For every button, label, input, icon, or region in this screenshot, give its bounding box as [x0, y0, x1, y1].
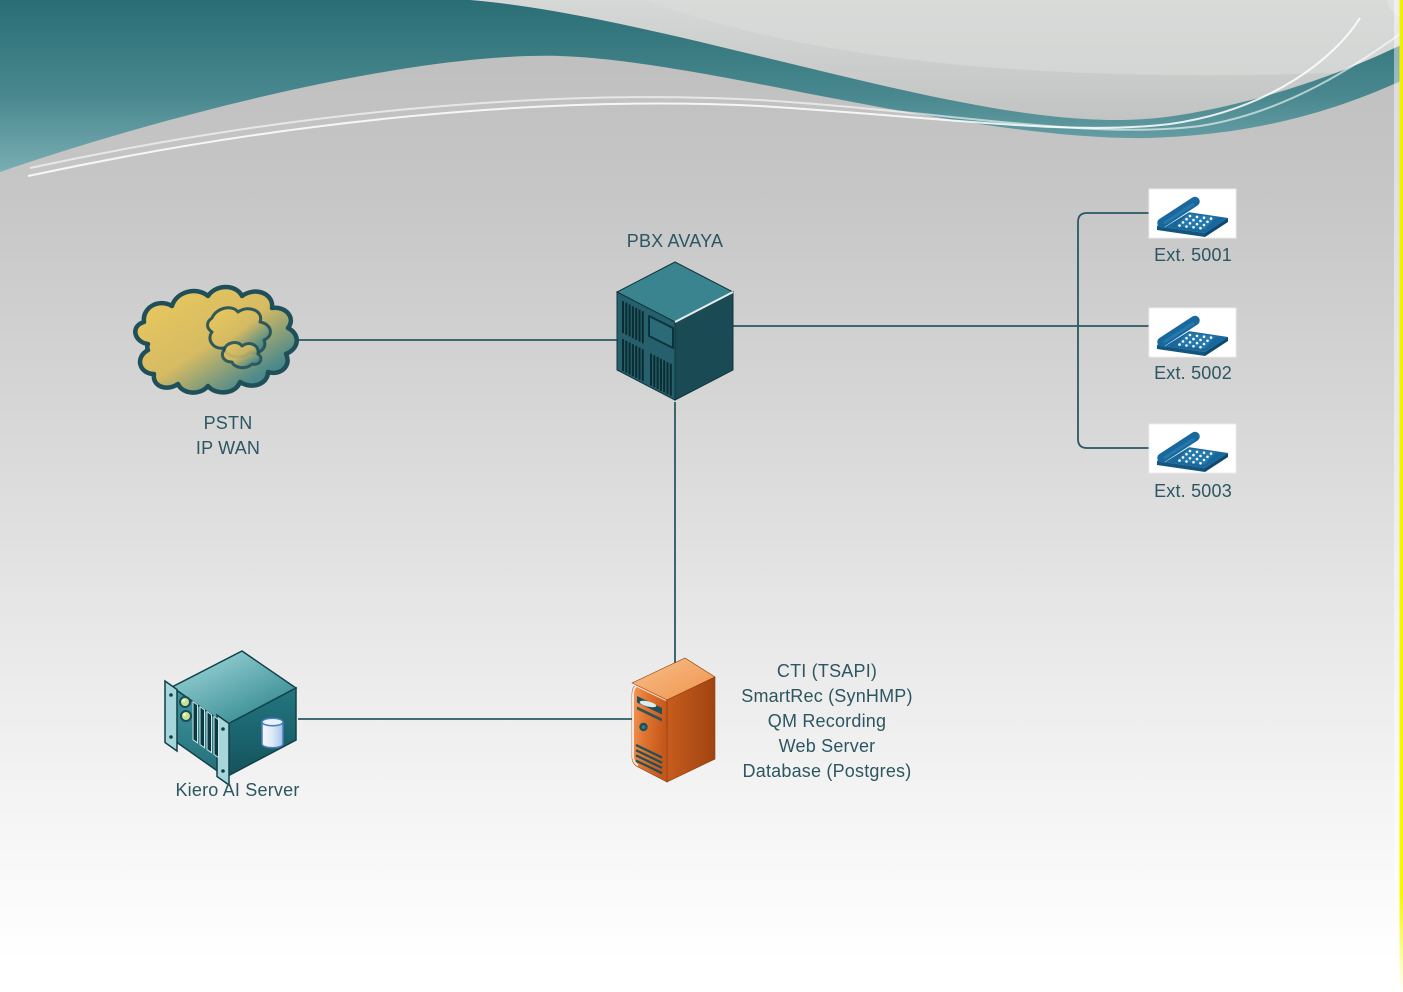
phone-ext-5002 [1149, 308, 1236, 357]
pbx-edge-highlight [674, 291, 734, 323]
ext-5002-label: Ext. 5002 [1154, 363, 1232, 383]
recorder-service-4: Web Server [778, 736, 876, 756]
pstn-label-line2: IP WAN [195, 438, 261, 458]
slide-edge-accent [1394, 0, 1403, 992]
database-cylinder-icon [261, 717, 284, 749]
header-wave-decoration [0, 0, 1403, 177]
kiero-label: Kiero AI Server [175, 780, 300, 800]
pstn-cloud-icon [133, 284, 299, 395]
teal-wave [0, 0, 1403, 172]
tower-slot-2 [637, 706, 662, 722]
pbx-panel [648, 315, 674, 349]
tower-edge-highlight [632, 685, 639, 767]
pbx-vent-slats [622, 301, 672, 396]
ext-5003-label: Ext. 5003 [1154, 481, 1232, 501]
pstn-label: PSTN IP WAN [148, 411, 308, 461]
white-swirl-line-1 [27, 17, 1361, 177]
recorder-service-5: Database (Postgres) [742, 761, 912, 781]
rack-left-bracket [164, 679, 178, 753]
pstn-label-line1: PSTN [203, 413, 253, 433]
tower-vents [635, 744, 663, 775]
rack-led-lights [179, 696, 192, 722]
ext-5001-label: Ext. 5001 [1154, 245, 1232, 265]
pbx-switch-cube-icon [615, 261, 735, 401]
corner-circle [1386, 0, 1403, 19]
white-swirl-line-2 [29, 33, 1401, 169]
connector-extension-bus [1077, 212, 1149, 449]
tower-top-highlight [632, 683, 667, 702]
phone-ext-5001 [1149, 189, 1236, 238]
connectors [286, 212, 1149, 720]
pbx-label: PBX AVAYA [626, 231, 724, 251]
rack-server-with-database-icon [164, 650, 298, 787]
rack-drive-slots [192, 700, 219, 759]
tower-server-icon [631, 657, 716, 783]
cloud-inner-puff-2 [220, 341, 263, 370]
recorder-service-1: CTI (TSAPI) [776, 661, 878, 681]
recorder-service-3: QM Recording [767, 711, 887, 731]
phone-ext-5003 [1149, 424, 1236, 473]
corner-arc [645, 0, 1403, 76]
tower-cd-tray [639, 700, 657, 708]
recorder-service-2: SmartRec (SynHMP) [741, 686, 913, 706]
recorder-services-label: CTI (TSAPI) SmartRec (SynHMP) QM Recordi… [696, 659, 958, 784]
